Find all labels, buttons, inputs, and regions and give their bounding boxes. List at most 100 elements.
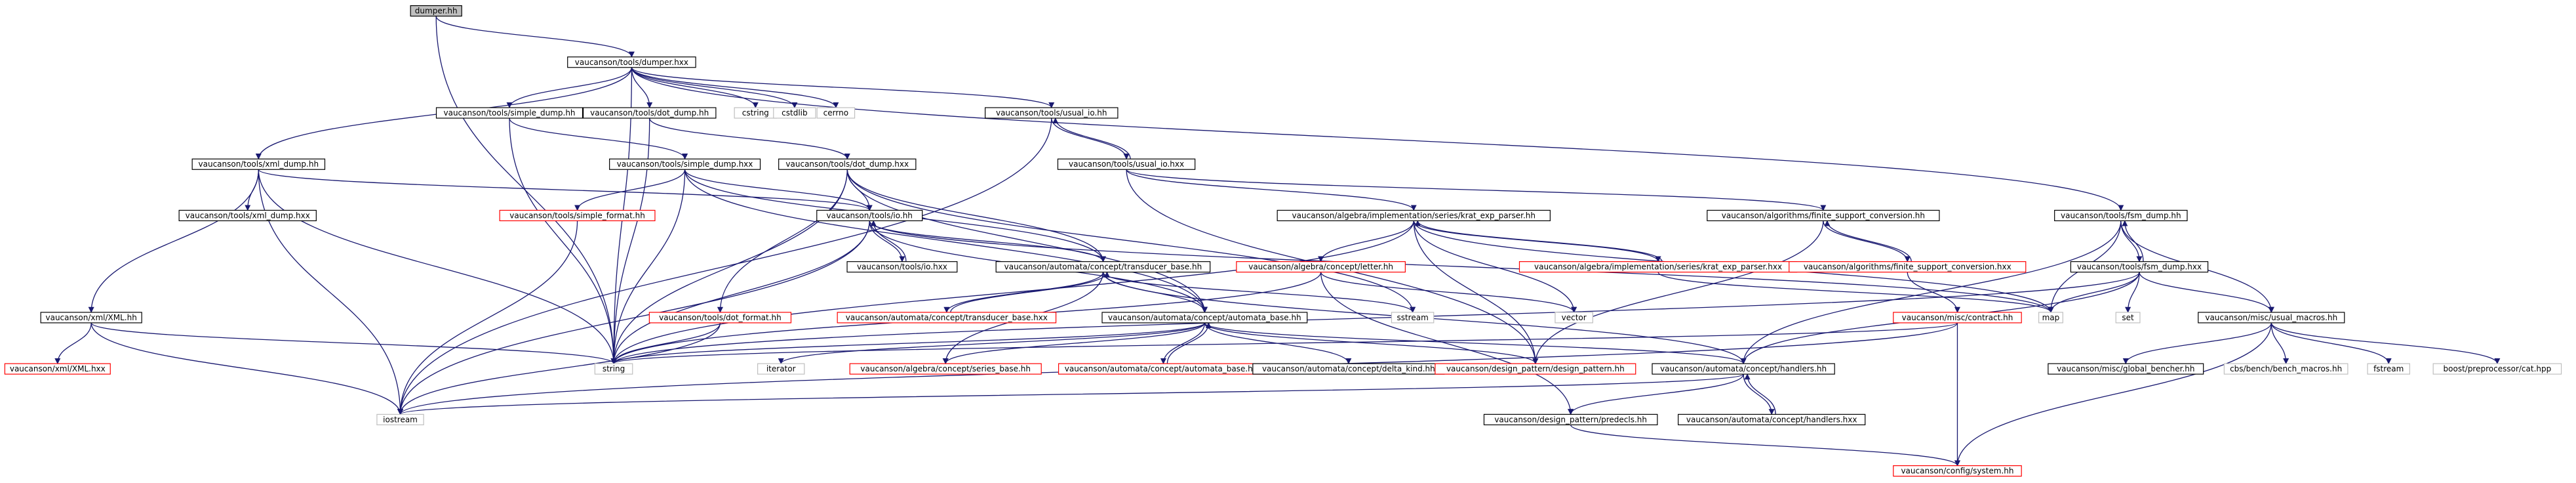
- edge-usual_io_hxx-to-usual_io_hh: [1052, 117, 1131, 159]
- edge-simple_format_hh-to-iostream: [397, 220, 578, 415]
- node-label-design_pattern_hh: vaucanson/design_pattern/design_pattern.…: [1446, 364, 1625, 373]
- edge-simple_dump_hxx-to-string: [610, 169, 686, 365]
- node-simple_dump_hxx[interactable]: vaucanson/tools/simple_dump.hxx: [609, 158, 761, 170]
- node-series_base_hh[interactable]: vaucanson/algebra/concept/series_base.hh: [849, 363, 1042, 375]
- node-box-krat_exp_parser_hh: [1277, 209, 1551, 222]
- edge-handlers_hxx-to-handlers_hh: [1744, 373, 1776, 415]
- node-io_hh[interactable]: vaucanson/tools/io.hh: [816, 209, 923, 222]
- node-box-set: [2115, 312, 2141, 324]
- node-box-xml_dump_hxx: [178, 209, 317, 222]
- node-box-string: [594, 363, 633, 375]
- node-label-dumper_hh: dumper.hh: [415, 7, 458, 16]
- node-label-iostream: iostream: [383, 415, 418, 424]
- node-xml_hh[interactable]: vaucanson/xml/XML.hh: [40, 312, 142, 324]
- node-cstring: cstring: [734, 107, 778, 119]
- edge-krat_exp_parser_hxx-to-map: [1657, 272, 2054, 313]
- node-krat_exp_parser_hh[interactable]: vaucanson/algebra/implementation/series/…: [1277, 209, 1551, 222]
- node-letter_hh[interactable]: vaucanson/algebra/concept/letter.hh: [1236, 261, 1406, 273]
- node-finite_support_hh[interactable]: vaucanson/algorithms/finite_support_conv…: [1707, 209, 1940, 222]
- edge-usual_macros_hh-to-bench_macros_hh: [2270, 322, 2289, 365]
- edge-letter_hh-to-predecls_hh: [1320, 272, 1574, 415]
- node-label-io_hh: vaucanson/tools/io.hh: [827, 211, 913, 220]
- node-transducer_base_hh[interactable]: vaucanson/automata/concept/transducer_ba…: [995, 261, 1211, 273]
- node-label-krat_exp_parser_hh: vaucanson/algebra/implementation/series/…: [1292, 211, 1536, 220]
- node-box-dot_format_hh: [648, 312, 792, 324]
- node-predecls_hh[interactable]: vaucanson/design_pattern/predecls.hh: [1483, 413, 1658, 426]
- node-box-transducer_base_hxx: [837, 312, 1057, 324]
- node-box-sstream: [1391, 312, 1435, 324]
- node-global_bencher_hh[interactable]: vaucanson/misc/global_bencher.hh: [2048, 363, 2204, 375]
- node-box-xml_hxx: [4, 363, 111, 375]
- node-boost_cat_hpp: boost/preprocessor/cat.hpp: [2432, 363, 2562, 375]
- node-system_hh[interactable]: vaucanson/config/system.hh: [1893, 465, 2022, 477]
- edge-contract_hh-to-string: [611, 322, 1958, 365]
- edge-usual_io_hxx-to-finite_support_hh: [1126, 169, 1827, 211]
- edge-automata_base_hxx-to-automata_base_hh: [1166, 322, 1212, 364]
- node-box-vector: [1555, 312, 1593, 324]
- node-dumper_hxx[interactable]: vaucanson/tools/dumper.hxx: [567, 56, 696, 68]
- node-usual_macros_hh[interactable]: vaucanson/misc/usual_macros.hh: [2198, 312, 2345, 324]
- node-dumper_hh[interactable]: dumper.hh: [410, 5, 462, 17]
- node-simple_dump_hh[interactable]: vaucanson/tools/simple_dump.hh: [435, 107, 584, 119]
- node-label-xml_dump_hh: vaucanson/tools/xml_dump.hh: [199, 159, 319, 169]
- node-dot_dump_hxx[interactable]: vaucanson/tools/dot_dump.hxx: [778, 158, 917, 170]
- node-usual_io_hxx[interactable]: vaucanson/tools/usual_io.hxx: [1057, 158, 1196, 170]
- node-xml_dump_hxx[interactable]: vaucanson/tools/xml_dump.hxx: [178, 209, 317, 222]
- node-simple_format_hh[interactable]: vaucanson/tools/simple_format.hh: [499, 209, 656, 222]
- node-label-fsm_dump_hh: vaucanson/tools/fsm_dump.hh: [2061, 211, 2181, 220]
- node-label-cerrno: cerrno: [823, 108, 848, 117]
- node-usual_io_hh[interactable]: vaucanson/tools/usual_io.hh: [984, 107, 1119, 119]
- node-fsm_dump_hxx[interactable]: vaucanson/tools/fsm_dump.hxx: [2070, 261, 2209, 273]
- dependency-edges: [54, 16, 2501, 467]
- node-handlers_hxx[interactable]: vaucanson/automata/concept/handlers.hxx: [1678, 413, 1866, 426]
- edge-simple_dump_hxx-to-simple_format_hh: [574, 169, 686, 211]
- edge-handlers_hh-to-handlers_hxx: [1743, 374, 1775, 415]
- edge-usual_macros_hh-to-system_hh: [1954, 322, 2272, 467]
- node-contract_hh[interactable]: vaucanson/misc/contract.hh: [1893, 312, 2022, 324]
- node-box-global_bencher_hh: [2048, 363, 2204, 375]
- node-box-usual_io_hxx: [1057, 158, 1196, 170]
- edge-fsm_dump_hxx-to-map: [2048, 272, 2140, 313]
- edge-krat_exp_parser_hh-to-vector: [1413, 220, 1577, 313]
- node-automata_base_hxx[interactable]: vaucanson/automata/concept/automata_base…: [1058, 363, 1269, 375]
- node-dot_format_hh[interactable]: vaucanson/tools/dot_format.hh: [648, 312, 792, 324]
- node-finite_support_hxx[interactable]: vaucanson/algorithms/finite_support_conv…: [1789, 261, 2027, 273]
- node-xml_dump_hh[interactable]: vaucanson/tools/xml_dump.hh: [191, 158, 326, 170]
- node-label-vector: vector: [1562, 313, 1587, 322]
- node-label-fstream: fstream: [2373, 364, 2404, 373]
- edge-xml_dump_hh-to-xml_hh: [88, 169, 259, 313]
- node-dot_dump_hh[interactable]: vaucanson/tools/dot_dump.hh: [582, 107, 717, 119]
- node-automata_base_hh[interactable]: vaucanson/automata/concept/automata_base…: [1101, 312, 1308, 324]
- edge-automata_base_hh-to-automata_base_hxx: [1160, 322, 1205, 365]
- node-sstream: sstream: [1391, 312, 1435, 324]
- node-fsm_dump_hh[interactable]: vaucanson/tools/fsm_dump.hh: [2054, 209, 2188, 222]
- node-label-set: set: [2122, 313, 2134, 322]
- node-label-usual_io_hxx: vaucanson/tools/usual_io.hxx: [1069, 159, 1184, 169]
- node-box-handlers_hh: [1652, 363, 1835, 375]
- edge-automata_base_hh-to-handlers_hh: [1204, 322, 1747, 365]
- node-label-dot_dump_hxx: vaucanson/tools/dot_dump.hxx: [785, 159, 909, 169]
- node-box-predecls_hh: [1483, 413, 1658, 426]
- node-box-iterator: [757, 363, 805, 375]
- node-xml_hxx[interactable]: vaucanson/xml/XML.hxx: [4, 363, 111, 375]
- node-label-sstream: sstream: [1397, 313, 1428, 322]
- node-transducer_base_hxx[interactable]: vaucanson/automata/concept/transducer_ba…: [837, 312, 1057, 324]
- node-delta_kind_hh[interactable]: vaucanson/automata/concept/delta_kind.hh: [1252, 363, 1445, 375]
- node-bench_macros_hh: cbs/bench/bench_macros.hh: [2223, 363, 2348, 375]
- edge-io_hh-to-map: [869, 220, 2054, 313]
- node-box-fsm_dump_hh: [2054, 209, 2188, 222]
- edge-usual_io_hh-to-iostream: [397, 118, 1052, 415]
- edge-io_hh-to-iostream: [397, 220, 870, 415]
- node-handlers_hh[interactable]: vaucanson/automata/concept/handlers.hh: [1652, 363, 1835, 375]
- node-design_pattern_hh[interactable]: vaucanson/design_pattern/design_pattern.…: [1435, 363, 1636, 375]
- node-label-bench_macros_hh: cbs/bench/bench_macros.hh: [2230, 364, 2342, 373]
- edge-dot_dump_hxx-to-automata_base_hh: [846, 169, 1208, 313]
- node-io_hxx[interactable]: vaucanson/tools/io.hxx: [846, 261, 958, 273]
- node-label-transducer_base_hxx: vaucanson/automata/concept/transducer_ba…: [846, 313, 1048, 322]
- node-iostream: iostream: [376, 413, 424, 426]
- node-box-automata_base_hh: [1101, 312, 1308, 324]
- dependency-nodes: dumper.hh vaucanson/tools/dumper.hxx vauca…: [4, 5, 2562, 477]
- edge-dot_dump_hxx-to-sstream: [846, 169, 1416, 313]
- node-box-simple_format_hh: [499, 209, 656, 222]
- node-krat_exp_parser_hxx[interactable]: vaucanson/algebra/implementation/series/…: [1518, 261, 1798, 273]
